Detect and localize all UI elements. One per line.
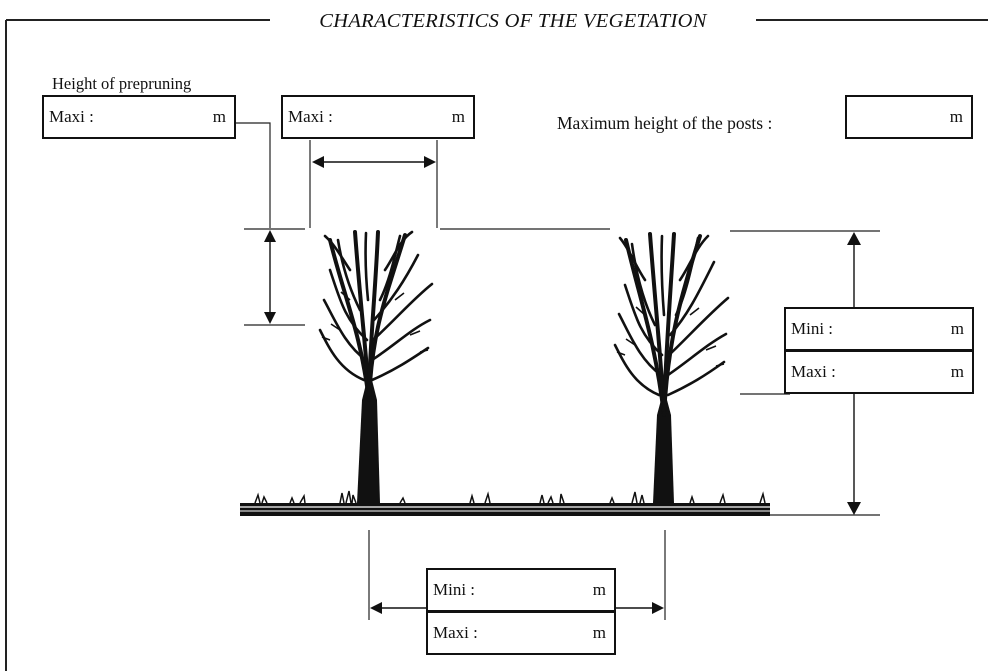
ground-strip (240, 490, 770, 516)
posts-height-field[interactable]: m (845, 95, 973, 139)
crown-width-maxi-field[interactable]: Maxi : m (281, 95, 475, 139)
row-spacing-maxi-label: Maxi : (433, 623, 478, 642)
posts-label: Maximum height of the posts : (557, 113, 773, 133)
tree-left-icon (318, 230, 434, 503)
vine-height-mini-field[interactable]: Mini : m (784, 307, 974, 351)
row-spacing-mini-unit: m (592, 580, 606, 599)
tree-right-icon (613, 232, 730, 503)
outer-frame (5, 19, 988, 671)
prepruning-unit: m (212, 107, 226, 126)
prepruning-maxi-label: Maxi : (49, 107, 94, 126)
row-spacing-mini-label: Mini : (433, 580, 476, 599)
vine-height-maxi-label: Maxi : (791, 362, 836, 381)
row-spacing-maxi-field[interactable]: Maxi : m (426, 611, 616, 655)
row-spacing-mini-field[interactable]: Mini : m (426, 568, 616, 612)
dimension-arrows (264, 156, 861, 614)
prepruning-maxi-field[interactable]: Maxi : m (42, 95, 236, 139)
vine-height-maxi-field[interactable]: Maxi : m (784, 350, 974, 394)
prepruning-caption: Height of prepruning (52, 74, 192, 93)
vine-height-mini-unit: m (950, 319, 964, 338)
leader-lines (236, 122, 880, 620)
vine-height-mini-label: Mini : (791, 319, 834, 338)
crown-width-unit: m (451, 107, 465, 126)
vine-height-maxi-unit: m (950, 362, 964, 381)
row-spacing-maxi-unit: m (592, 623, 606, 642)
posts-unit: m (949, 107, 963, 126)
section-title: CHARACTERISTICS OF THE VEGETATION (274, 6, 752, 36)
crown-width-maxi-label: Maxi : (288, 107, 333, 126)
